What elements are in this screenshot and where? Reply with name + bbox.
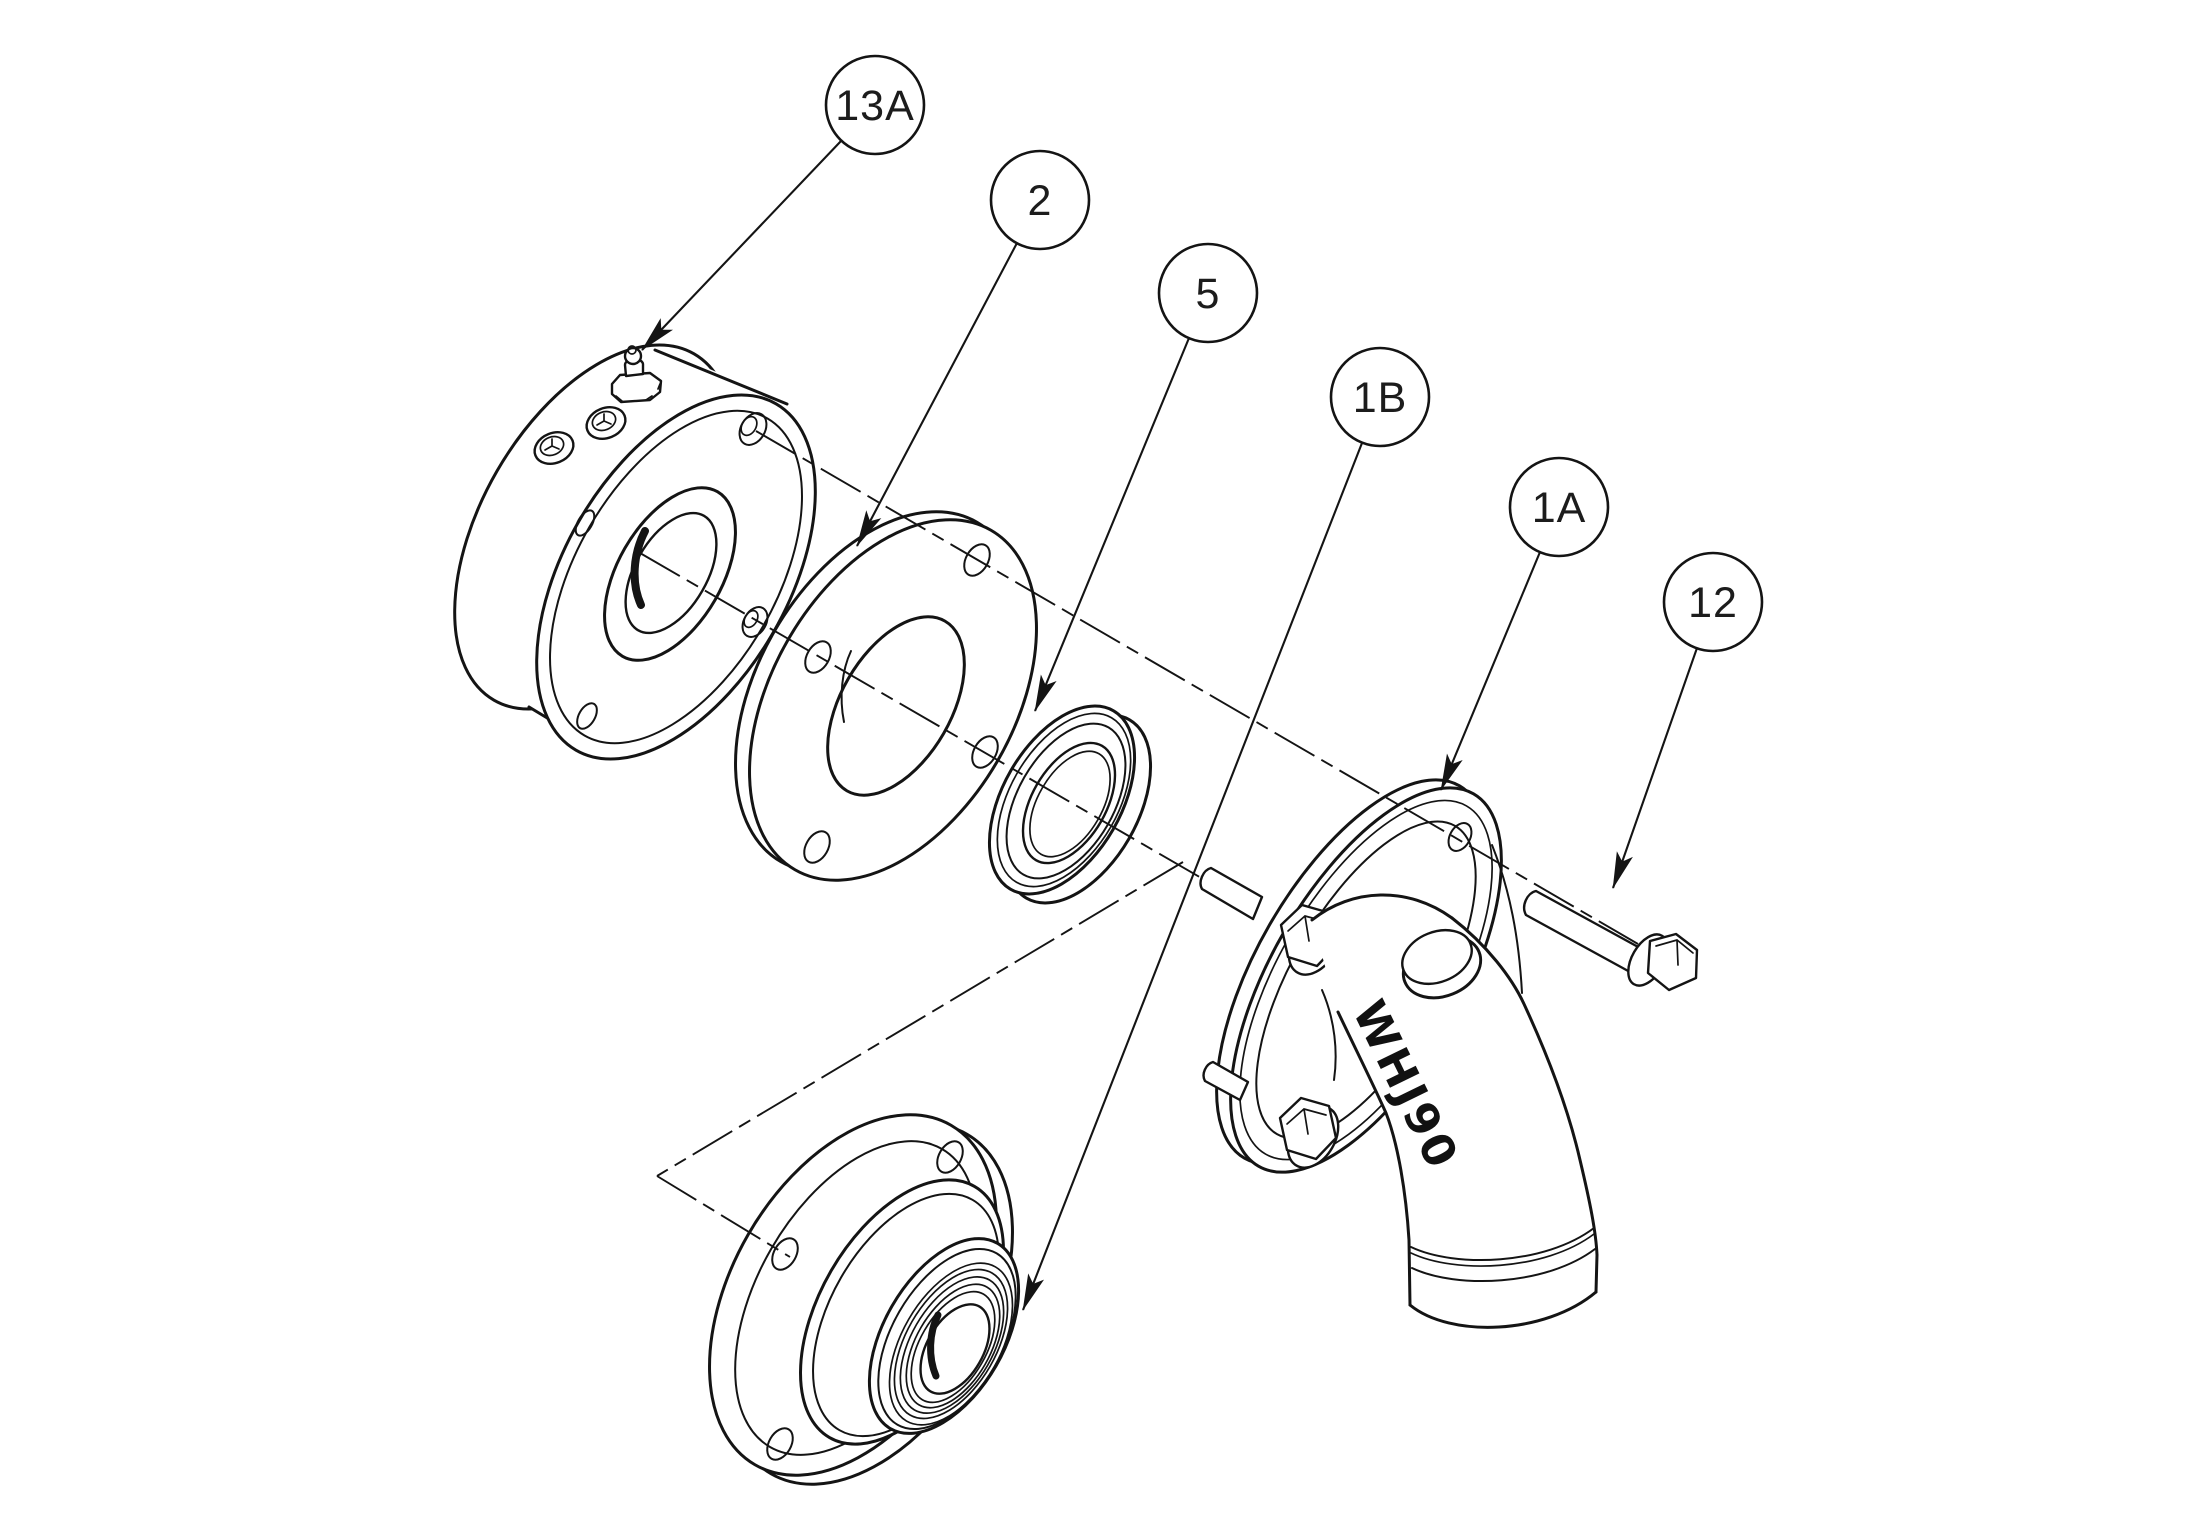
elbow-hex-bolt-lower <box>1278 1096 1340 1169</box>
gasket <box>734 510 1038 882</box>
housing-set-screws <box>533 406 627 465</box>
elbow-outlet-ridge-2 <box>1411 1248 1596 1283</box>
centerlines <box>639 430 1639 1258</box>
bore-shadow <box>630 527 649 609</box>
balloon-2: 2 <box>989 149 1091 251</box>
balloon-1a-label: 1A <box>1532 484 1587 532</box>
elbow-outlet-bottom <box>1408 1290 1598 1329</box>
explode-path-jog <box>656 861 1184 1177</box>
balloon-13a-label: 13A <box>835 82 915 130</box>
leader-12 <box>1612 647 1698 889</box>
elbow: WHJ90 <box>1199 778 1599 1329</box>
balloon-1b-label: 1B <box>1353 374 1408 422</box>
balloon-13a: 13A <box>824 54 926 156</box>
balloon-12: 12 <box>1662 551 1764 653</box>
callouts: 13A 2 5 1B 1A 12 <box>641 54 1764 1311</box>
gasket-bore-edge <box>840 650 852 723</box>
elbow-flange-edge-restroke <box>1491 844 1523 994</box>
bearing-housing <box>453 343 817 761</box>
elbow-neck-root <box>1321 989 1337 1081</box>
bolt-hex-head <box>1646 932 1699 992</box>
elbow-neck-edge <box>1310 893 1454 922</box>
balloon-5-label: 5 <box>1196 270 1221 318</box>
leader-5 <box>1034 337 1190 712</box>
balloon-1a: 1A <box>1508 456 1610 558</box>
elbow-port-boss <box>1401 928 1483 1000</box>
elbow-outlet-ridge-1 <box>1410 1227 1595 1262</box>
housing-chamfer <box>549 409 803 745</box>
elbow-outer-edge <box>1450 916 1599 1294</box>
leader-1a <box>1440 551 1541 791</box>
elbow-body <box>1312 894 1597 1328</box>
housing-bolt-holes <box>574 412 769 730</box>
elbow-inner-edge <box>1336 1010 1412 1307</box>
hub-axis-centerline <box>656 1175 791 1258</box>
seal-ring <box>987 704 1153 905</box>
bolt-axis-centerline <box>755 430 1639 945</box>
leader-13a <box>641 140 842 351</box>
bolt-shank <box>1522 889 1642 974</box>
leader-1b <box>1022 442 1363 1311</box>
main-axis-centerline <box>639 552 1204 880</box>
gasket-bore <box>826 615 966 797</box>
balloon-1b: 1B <box>1329 346 1431 448</box>
hub-threads <box>888 1262 1014 1426</box>
grease-fitting <box>610 345 663 404</box>
elbow-studs <box>1199 866 1264 1102</box>
hex-flange-bolt <box>1522 889 1699 992</box>
elbow-bolt-hole <box>1447 822 1473 852</box>
balloon-2-label: 2 <box>1028 177 1053 225</box>
hub-bore-shadow <box>927 1311 942 1380</box>
leader-2 <box>856 242 1018 547</box>
balloon-5: 5 <box>1157 242 1259 344</box>
threaded-hub-flange <box>708 1113 1021 1486</box>
balloon-12-label: 12 <box>1688 579 1738 627</box>
seal-bore <box>1021 741 1117 865</box>
